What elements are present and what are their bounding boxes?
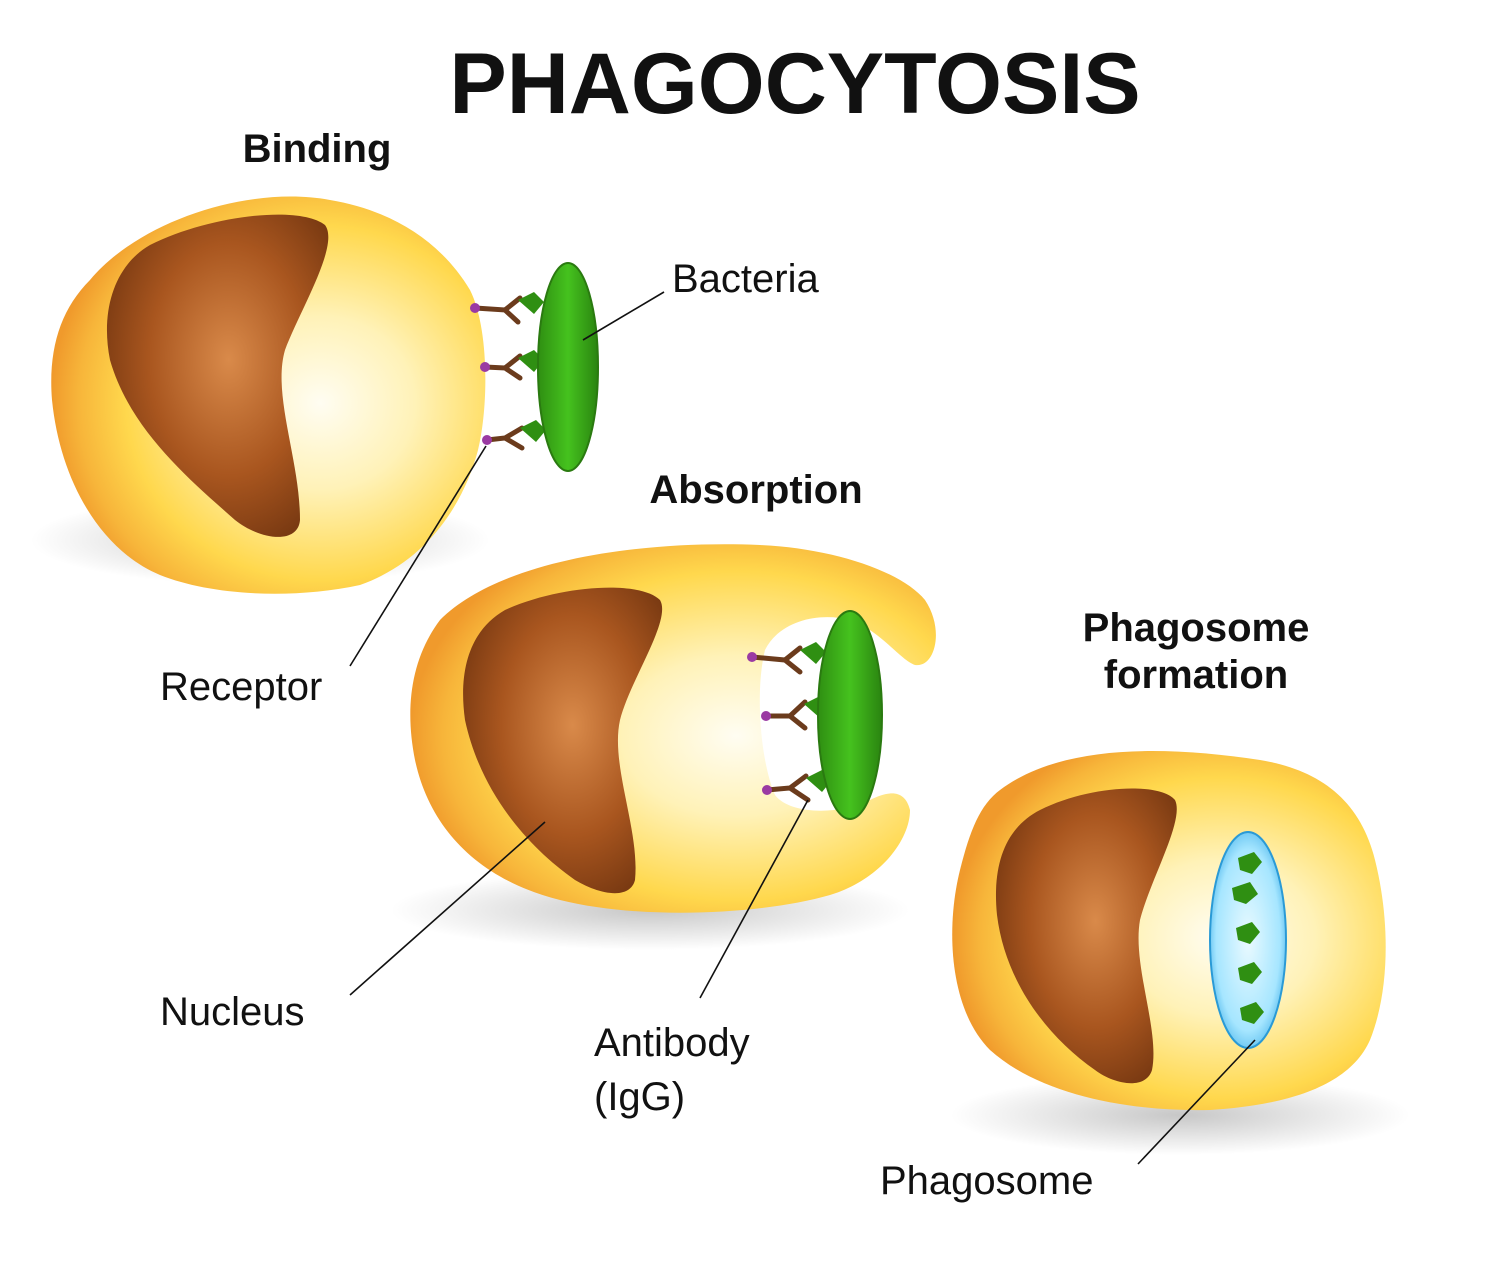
binding-bacteria	[537, 262, 599, 472]
phagosome-cell	[950, 751, 1410, 1155]
stage-title-phagosome-formation-line1: Phagosome	[1083, 606, 1310, 650]
diagram-title: PHAGOCYTOSIS	[449, 36, 1140, 132]
absorption-nucleus	[463, 587, 663, 894]
digested-bacteria	[1232, 852, 1264, 1024]
nucleus-label: Nucleus	[160, 990, 305, 1034]
stage-title-absorption: Absorption	[649, 468, 862, 512]
receptor-dots	[470, 303, 492, 445]
receptor-label: Receptor	[160, 665, 322, 709]
antibody-label-line2: (IgG)	[594, 1075, 685, 1119]
nucleus-leader-line	[349, 821, 546, 996]
absorption-receptor-dots	[747, 652, 772, 795]
binding-nucleus	[106, 214, 329, 537]
binding-cell	[30, 196, 599, 594]
phagosome-nucleus	[995, 788, 1177, 1084]
antibody-label-line1: Antibody	[594, 1021, 750, 1065]
stage-title-binding: Binding	[243, 127, 392, 171]
absorption-antibodies	[749, 645, 811, 803]
phagosome-leader-line	[1137, 1039, 1256, 1165]
bacteria-label: Bacteria	[672, 257, 819, 301]
absorption-cell	[390, 544, 936, 950]
absorption-bacteria	[817, 610, 883, 820]
antibody-leader-line	[699, 799, 809, 999]
binding-antibodies	[472, 295, 525, 451]
bacteria-leader-line	[582, 291, 665, 341]
receptor-leader-line	[349, 445, 487, 667]
stage-title-phagosome-formation-line2: formation	[1104, 653, 1288, 697]
phagosome-label: Phagosome	[880, 1159, 1093, 1203]
